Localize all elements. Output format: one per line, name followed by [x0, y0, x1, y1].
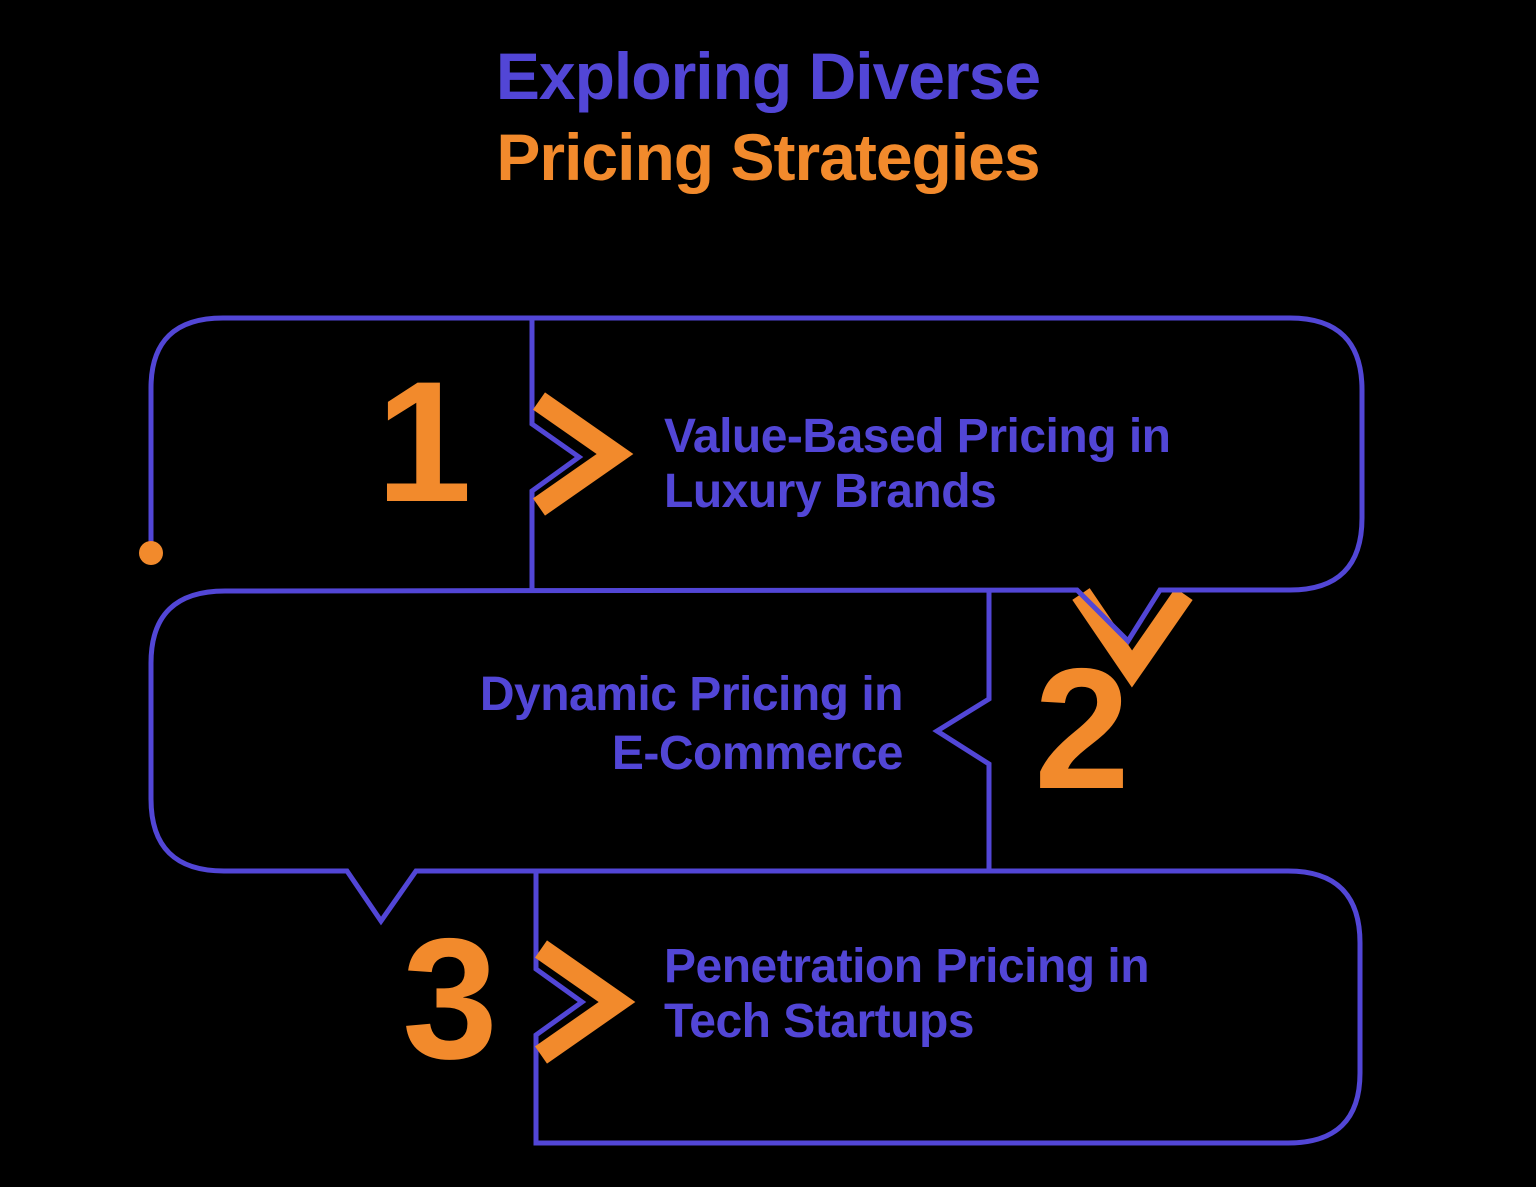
step2-label-line2: E-Commerce — [611, 727, 904, 780]
page-title-line1: Exploring Diverse — [495, 39, 1041, 113]
arrow-down-tail-icon-step1 — [1072, 588, 1193, 688]
step-number-3: 3 — [402, 903, 498, 1095]
start-dot — [139, 541, 163, 565]
step3-label-line1: Penetration Pricing in — [664, 940, 1150, 993]
step1-label-line2: Luxury Brands — [664, 465, 997, 518]
chevron-right-icon-step3 — [534, 940, 636, 1064]
step2-label-line1: Dynamic Pricing in — [479, 668, 904, 721]
divider-step1 — [529, 320, 584, 592]
chevron-right-icon-step1 — [532, 392, 634, 516]
page-title-line2: Pricing Strategies — [496, 120, 1040, 194]
page-title: Exploring Diverse Pricing Strategies — [0, 36, 1536, 198]
step2-label: Dynamic Pricing in E-Commerce — [479, 665, 904, 783]
bubbles-outline — [148, 315, 1365, 1146]
step1-label: Value-Based Pricing in Luxury Brands — [664, 409, 1171, 519]
step-number-1: 1 — [376, 346, 472, 538]
step1-label-line1: Value-Based Pricing in — [664, 410, 1171, 463]
step3-label: Penetration Pricing in Tech Startups — [664, 939, 1150, 1049]
chevron-left-notch-step2 — [932, 592, 992, 871]
step3-label-line2: Tech Startups — [664, 995, 975, 1048]
step-number-2: 2 — [1034, 633, 1130, 825]
